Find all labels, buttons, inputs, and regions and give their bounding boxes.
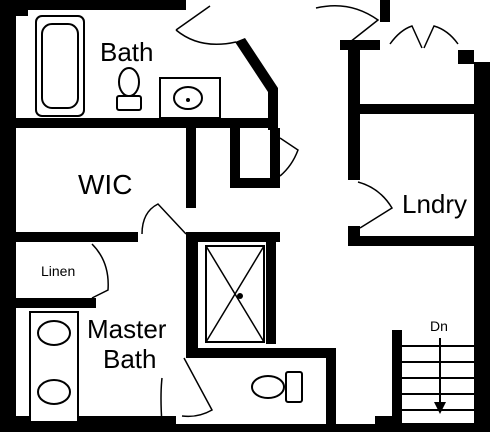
room-label-master-line2: Bath bbox=[103, 344, 157, 374]
stairs-direction-label: Dn bbox=[430, 318, 448, 334]
master-vanity bbox=[29, 311, 79, 423]
room-label-wic: WIC bbox=[78, 169, 132, 200]
interior-walls bbox=[16, 0, 474, 432]
doors bbox=[91, 5, 459, 425]
bath-toilet bbox=[116, 67, 142, 111]
bath-vanity bbox=[159, 77, 221, 119]
room-label-master-line1: Master bbox=[87, 314, 167, 344]
room-label-linen: Linen bbox=[41, 263, 75, 279]
room-label-bath: Bath bbox=[100, 37, 154, 67]
bathtub bbox=[35, 15, 85, 117]
master-toilet bbox=[251, 371, 303, 403]
arrow-down-icon bbox=[434, 402, 446, 414]
room-label-laundry: Lndry bbox=[402, 189, 467, 219]
staircase bbox=[392, 330, 474, 432]
shower bbox=[205, 245, 265, 343]
